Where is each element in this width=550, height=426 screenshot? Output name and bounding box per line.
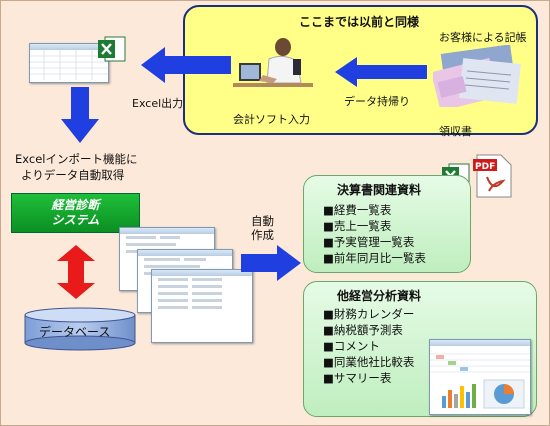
receipt-label: 領収書 (439, 125, 472, 138)
analysis-item-list: ■財務カレンダー ■納税額予測表 ■コメント ■同業他社比較表 ■サマリー表 (323, 306, 414, 386)
list-item: ■経費一覧表 (323, 203, 392, 217)
list-item: ■売上一覧表 (323, 219, 392, 233)
auto-create-label-line2: 作成 (251, 228, 274, 242)
auto-create-label-line1: 自動 (251, 214, 274, 228)
list-item: ■同業他社比較表 (323, 355, 415, 369)
settlement-item-list: ■経費一覧表 ■売上一覧表 ■予実管理一覧表 ■前年同月比一覧表 (323, 202, 426, 266)
system-name-line2: システム (51, 213, 100, 227)
list-item: ■コメント (323, 339, 380, 353)
database-label: データベース (39, 325, 111, 339)
data-transfer-label: データ持帰り (344, 95, 410, 108)
pdf-icon: PDF (473, 153, 513, 203)
excel-spreadsheet-thumbnail (29, 43, 109, 83)
excel-icon (97, 34, 127, 68)
accountant-photo (233, 35, 313, 101)
arrow-left-icon (335, 57, 427, 91)
settlement-documents-panel (303, 175, 471, 273)
customer-entry-label: お客様による記帳 (439, 31, 527, 44)
legacy-process-title: ここまでは以前と同様 (299, 15, 420, 29)
double-arrow-icon (57, 245, 95, 303)
accounting-input-label: 会計ソフト入力 (233, 113, 310, 126)
arrow-left-icon (141, 47, 231, 87)
arrow-down-icon (61, 87, 99, 147)
list-item: ■サマリー表 (323, 371, 392, 385)
analysis-report-thumbnail (429, 339, 531, 415)
svg-text:PDF: PDF (475, 162, 495, 172)
management-diagnosis-system: 経営診断 システム (11, 193, 140, 233)
list-item: ■納税額予測表 (323, 323, 403, 337)
list-item: ■前年同月比一覧表 (323, 251, 426, 265)
analysis-panel-title: 他経営分析資料 (337, 289, 422, 303)
excel-import-label-line2: よりデータ自動取得 (21, 168, 125, 182)
app-window-thumbnail (151, 269, 253, 343)
settlement-panel-title: 決算書関連資料 (337, 183, 422, 197)
arrow-right-icon (241, 245, 301, 285)
list-item: ■予実管理一覧表 (323, 235, 415, 249)
ledger-papers-image (430, 44, 525, 112)
database-icon (23, 307, 137, 355)
list-item: ■財務カレンダー (323, 307, 415, 321)
excel-import-label-line1: Excelインポート機能に (15, 152, 138, 166)
excel-output-label: Excel出力 (132, 97, 184, 110)
system-name-line1: 経営診断 (51, 198, 100, 212)
